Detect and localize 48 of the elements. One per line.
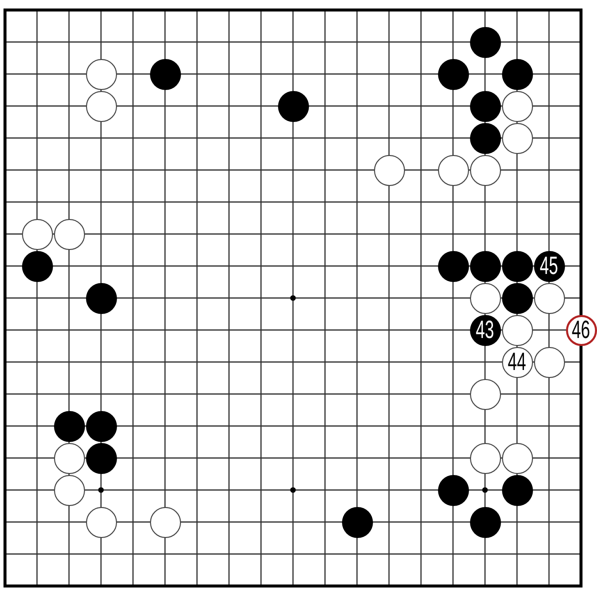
move-number: 43	[476, 318, 494, 342]
go-stone	[54, 474, 84, 506]
go-stone	[86, 58, 116, 90]
go-stone	[150, 58, 180, 90]
go-stone	[54, 410, 84, 442]
go-stone	[438, 250, 468, 282]
move-number: 44	[508, 350, 526, 374]
go-stone	[438, 474, 468, 506]
go-stone	[502, 250, 532, 282]
go-stone	[534, 250, 564, 282]
go-stone	[374, 154, 404, 186]
move-number: 45	[540, 254, 558, 278]
go-stone	[502, 442, 532, 474]
go-stone	[470, 378, 500, 410]
go-stone	[438, 58, 468, 90]
go-stone	[470, 250, 500, 282]
go-stone	[22, 250, 52, 282]
go-stone	[502, 58, 532, 90]
go-stone	[470, 506, 500, 538]
go-stone	[470, 282, 500, 314]
go-stone	[470, 122, 500, 154]
go-stone	[438, 154, 468, 186]
go-stone	[86, 506, 116, 538]
go-stone	[502, 314, 532, 346]
go-stone	[534, 282, 564, 314]
go-stone	[502, 122, 532, 154]
go-stone	[470, 154, 500, 186]
go-stone	[342, 506, 372, 538]
go-stone	[470, 26, 500, 58]
go-stone	[278, 90, 308, 122]
go-stone	[54, 218, 84, 250]
go-stone	[502, 90, 532, 122]
go-stone	[470, 442, 500, 474]
go-stone	[566, 314, 596, 346]
go-stone	[502, 474, 532, 506]
go-stone	[502, 282, 532, 314]
go-stone	[534, 346, 564, 378]
go-stone	[86, 410, 116, 442]
move-number: 46	[572, 318, 590, 342]
go-stone	[86, 282, 116, 314]
go-stone	[54, 442, 84, 474]
go-stone	[86, 442, 116, 474]
go-stone	[470, 314, 500, 346]
go-stone	[22, 218, 52, 250]
go-stone	[470, 90, 500, 122]
go-stone	[86, 90, 116, 122]
go-stone	[150, 506, 180, 538]
go-stone	[502, 346, 532, 378]
